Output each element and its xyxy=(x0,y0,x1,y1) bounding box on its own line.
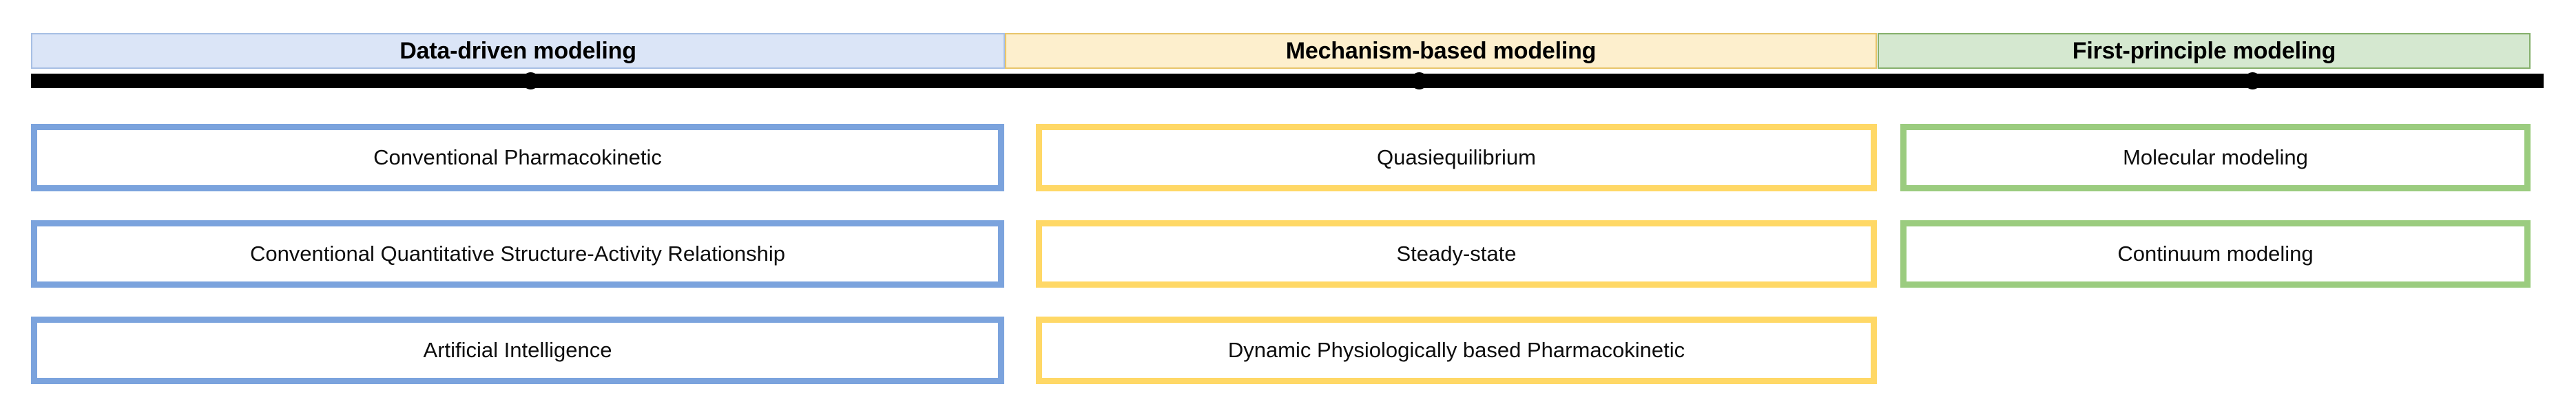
method-box[interactable]: Dynamic Physiologically based Pharmacoki… xyxy=(1036,317,1877,384)
method-box[interactable]: Steady-state xyxy=(1036,220,1877,288)
method-box[interactable]: Molecular modeling xyxy=(1900,124,2531,191)
axis-marker-dot-mechanism-based xyxy=(1411,72,1428,89)
category-header-data-driven: Data-driven modeling xyxy=(31,33,1005,69)
method-box[interactable]: Continuum modeling xyxy=(1900,220,2531,288)
method-label: Molecular modeling xyxy=(2123,145,2308,169)
method-label: Conventional Quantitative Structure-Acti… xyxy=(249,242,786,266)
axis-marker-dot-first-principle xyxy=(2244,72,2261,89)
method-box[interactable]: Quasiequilibrium xyxy=(1036,124,1877,191)
first-principle-column: Molecular modeling Continuum modeling xyxy=(1900,124,2531,288)
spectrum-axis-bar xyxy=(31,74,2544,88)
data-driven-column: Conventional Pharmacokinetic Conventiona… xyxy=(31,124,1004,384)
method-box[interactable]: Artificial Intelligence xyxy=(31,317,1004,384)
method-label: Dynamic Physiologically based Pharmacoki… xyxy=(1227,338,1685,362)
method-box[interactable]: Conventional Quantitative Structure-Acti… xyxy=(31,220,1004,288)
method-label: Quasiequilibrium xyxy=(1377,145,1536,169)
method-label: Conventional Pharmacokinetic xyxy=(373,145,662,169)
mechanism-based-column: Quasiequilibrium Steady-state Dynamic Ph… xyxy=(1036,124,1877,384)
category-header-label: Data-driven modeling xyxy=(399,37,636,64)
method-label: Steady-state xyxy=(1396,242,1517,266)
category-header-first-principle: First-principle modeling xyxy=(1878,33,2531,69)
category-header-label: Mechanism-based modeling xyxy=(1285,37,1597,64)
category-header-label: First-principle modeling xyxy=(2072,37,2336,64)
axis-marker-dot-data-driven xyxy=(522,72,539,89)
category-header-mechanism-based: Mechanism-based modeling xyxy=(1005,33,1877,69)
method-label: Artificial Intelligence xyxy=(423,338,612,362)
method-box[interactable]: Conventional Pharmacokinetic xyxy=(31,124,1004,191)
method-label: Continuum modeling xyxy=(2117,242,2314,266)
